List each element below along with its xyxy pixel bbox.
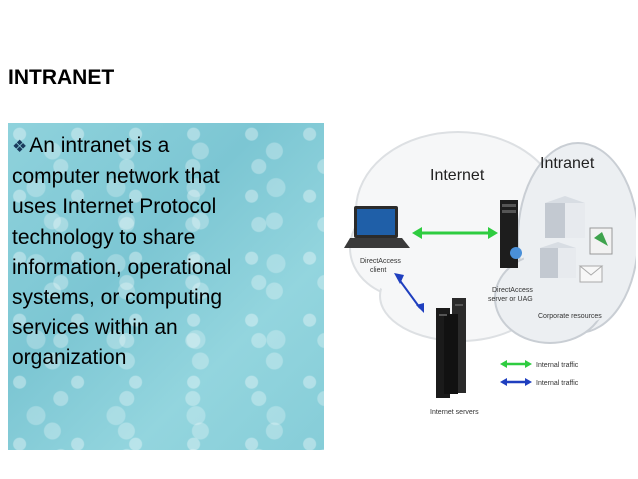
server-label-line1: DirectAccess	[492, 287, 533, 294]
laptop-icon	[344, 206, 410, 248]
server-label-line2: server or UAG	[488, 296, 533, 303]
diagram-svg: Internet Intranet DirectAccess client	[344, 131, 638, 416]
bullet-text: An intranet is a computer network that u…	[12, 134, 232, 370]
intranet-diagram: Internet Intranet DirectAccess client	[340, 118, 638, 428]
corporate-resources-label: Corporate resources	[538, 313, 602, 320]
internet-servers-label: Internet servers	[430, 409, 479, 416]
internet-label: Internet	[430, 167, 485, 184]
legend-internal-label: Internal traffic	[536, 362, 579, 369]
intranet-cloud	[494, 142, 638, 344]
internet-servers-icon	[436, 298, 466, 398]
directaccess-server-icon	[500, 200, 522, 268]
legend-green-arrow-icon	[500, 360, 532, 368]
client-label-line1: DirectAccess	[360, 258, 401, 265]
diamond-bullet-icon: ❖	[12, 137, 28, 156]
corporate-servers-icon	[540, 196, 613, 283]
bullet-text-box: ❖An intranet is a computer network that …	[8, 123, 324, 450]
blue-arrow-icon	[394, 273, 424, 313]
legend-internal-label-2: Internal traffic	[536, 380, 579, 387]
client-label-line2: client	[370, 267, 386, 274]
slide-title: INTRANET	[8, 66, 115, 89]
legend-blue-arrow-icon	[500, 378, 532, 386]
bullet-paragraph: ❖An intranet is a computer network that …	[12, 131, 316, 374]
intranet-label: Intranet	[540, 155, 595, 172]
green-arrow-icon	[412, 227, 498, 239]
